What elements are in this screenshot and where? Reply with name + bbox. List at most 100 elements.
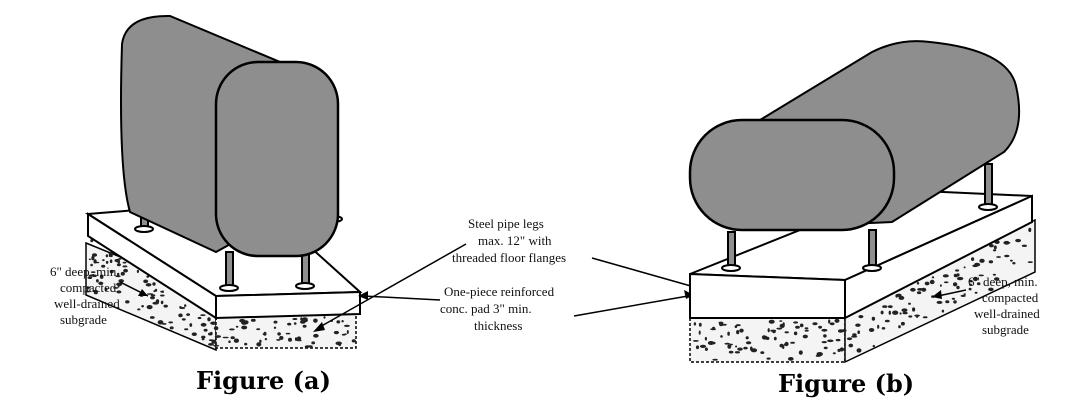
gravel-speck (210, 331, 213, 335)
gravel-speck (1021, 244, 1027, 247)
subgrade-label-b-line3: well-drained (974, 306, 1040, 321)
gravel-speck (189, 323, 193, 327)
gravel-speck (293, 322, 297, 325)
gravel-speck (827, 339, 834, 343)
gravel-speck (908, 315, 913, 318)
gravel-speck (264, 338, 268, 341)
gravel-speck (256, 328, 261, 331)
gravel-speck (900, 321, 905, 326)
pad-arrow-a (362, 295, 441, 301)
gravel-speck (273, 320, 278, 324)
gravel-speck (988, 260, 994, 264)
gravel-speck (141, 305, 144, 308)
gravel-speck (117, 261, 121, 264)
gravel-speck (818, 325, 822, 329)
gravel-speck (125, 300, 130, 304)
gravel-speck (745, 341, 752, 345)
gravel-speck (115, 275, 121, 278)
gravel-speck (868, 328, 875, 332)
gravel-speck (91, 253, 98, 257)
gravel-speck (296, 339, 302, 342)
gravel-speck (304, 345, 311, 348)
gravel-speck (902, 311, 908, 315)
gravel-speck (994, 277, 1000, 281)
gravel-speck (710, 328, 717, 331)
gravel-speck (90, 271, 96, 273)
figure-b-subgrade-label: 6" deep, min. compacted well-drained sub… (968, 274, 1040, 337)
gravel-speck (323, 316, 326, 319)
gravel-speck (821, 341, 828, 344)
legs-arrowhead-a (313, 322, 325, 332)
gravel-speck (296, 336, 302, 341)
gravel-speck (812, 322, 818, 326)
gravel-speck (955, 269, 960, 272)
gravel-speck (979, 258, 985, 263)
gravel-speck (956, 273, 960, 277)
gravel-speck (915, 315, 919, 318)
gravel-speck (335, 341, 342, 346)
gravel-speck (779, 343, 784, 348)
subgrade-label-b-line4: subgrade (982, 322, 1029, 337)
gravel-speck (241, 325, 248, 330)
gravel-speck (720, 335, 723, 338)
gravel-speck (704, 336, 708, 341)
gravel-speck (343, 324, 350, 327)
gravel-speck (91, 273, 95, 277)
gravel-speck (213, 326, 219, 331)
gravel-speck (208, 339, 214, 341)
figure-a-caption: Figure (a) (196, 366, 331, 395)
gravel-speck (262, 333, 266, 336)
gravel-speck (737, 347, 743, 351)
gravel-speck (222, 336, 229, 339)
gravel-speck (1004, 254, 1010, 258)
subgrade-label-a-line4: subgrade (60, 312, 107, 327)
subgrade-arrowhead-b (932, 290, 942, 299)
gravel-speck (333, 330, 339, 335)
gravel-speck (960, 294, 966, 297)
gravel-speck (208, 343, 214, 346)
figure-a: 6" deep, min. compacted well-drained sub… (50, 14, 363, 395)
gravel-speck (968, 287, 972, 291)
gravel-speck (770, 329, 777, 332)
legs-label-line2: max. 12" with (478, 233, 552, 248)
gravel-speck (86, 290, 90, 293)
gravel-speck (180, 307, 186, 309)
gravel-speck (766, 357, 771, 360)
gravel-speck (887, 305, 893, 308)
subgrade-arrow-b (937, 289, 967, 297)
gravel-speck (90, 263, 93, 267)
gravel-speck (336, 320, 341, 324)
gravel-speck (790, 341, 795, 344)
gravel-speck (207, 317, 211, 322)
subgrade-label-b-line2: compacted (982, 290, 1039, 305)
gravel-speck (1010, 259, 1013, 262)
gravel-speck (851, 335, 858, 338)
gravel-speck (1003, 240, 1010, 245)
gravel-speck (698, 330, 701, 335)
gravel-speck (186, 313, 191, 316)
gravel-speck (750, 346, 753, 351)
gravel-speck (699, 344, 707, 348)
gravel-speck (109, 269, 114, 274)
gravel-speck (91, 255, 95, 261)
gravel-speck (145, 283, 152, 287)
gravel-speck (233, 338, 239, 343)
figure-a-tank (120, 14, 340, 258)
gravel-speck (178, 313, 183, 318)
gravel-speck (93, 261, 100, 264)
gravel-speck (802, 334, 808, 339)
pad-arrow-b (573, 295, 689, 317)
gravel-speck (98, 281, 104, 285)
gravel-speck (882, 305, 888, 308)
gravel-speck (996, 256, 1001, 258)
gravel-speck (846, 337, 853, 341)
gravel-speck (834, 318, 840, 323)
gravel-speck (287, 322, 292, 326)
legs-label-line1: Steel pipe legs (468, 216, 544, 231)
gravel-speck (157, 320, 164, 325)
gravel-speck (963, 266, 966, 269)
gravel-speck (974, 291, 978, 294)
gravel-speck (835, 338, 841, 342)
gravel-speck (773, 336, 777, 341)
gravel-speck (118, 279, 124, 283)
